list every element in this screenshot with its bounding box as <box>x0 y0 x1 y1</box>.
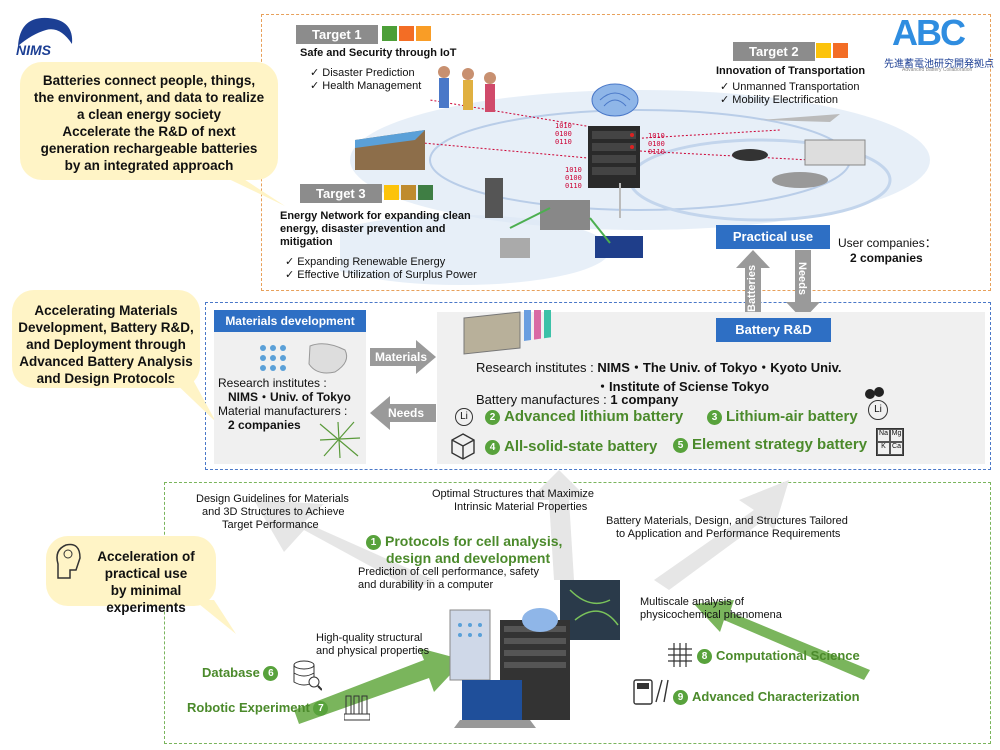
materials-right-arrow <box>370 340 436 374</box>
database-label: Database 6 <box>202 665 282 681</box>
cube-icon <box>451 433 475 460</box>
high-quality-text: High-quality structural and physical pro… <box>316 632 430 657</box>
landslide-icon <box>355 130 425 170</box>
sdg-goal-9-icon <box>399 26 414 41</box>
optimal-structures: Optimal Structures that Maximize Intrins… <box>432 488 594 513</box>
sdg-goal-3-icon <box>382 26 397 41</box>
database-icon <box>293 660 322 691</box>
sdg-goal-13-icon <box>418 185 433 200</box>
li-icon: Li <box>455 408 473 426</box>
head-idea-icon <box>56 543 81 579</box>
needs-down-arrow <box>786 250 820 320</box>
people-icon <box>438 66 496 112</box>
lattice-icon <box>260 343 348 374</box>
target-2-check-1: ✓ Unmanned Transportation <box>720 81 860 93</box>
rd-frame <box>205 302 991 470</box>
callout-vision: Batteries connect people, things,the env… <box>20 62 278 180</box>
target-2-tag: Target 2 <box>733 42 815 61</box>
target-2-check-2: ✓ Mobility Electrification <box>720 94 839 106</box>
multiscale-text: Multiscale analysis of physicochemical p… <box>640 596 782 621</box>
target-1-check-1: ✓ Disaster Prediction <box>310 67 415 79</box>
energy-grid-icon <box>485 178 643 258</box>
li-air-icon: Li <box>868 400 888 420</box>
callout-tail-2 <box>170 378 216 422</box>
design-guidelines: Design Guidelines for Materials and 3D S… <box>196 493 349 531</box>
materials-panel <box>214 310 366 464</box>
user-companies: User companies： 2 companies <box>838 236 937 265</box>
target-3-check-1: ✓ Expanding Renewable Energy <box>285 256 446 268</box>
sdg-goal-7-icon <box>816 43 831 58</box>
prediction-text: Prediction of cell performance, safety a… <box>358 566 539 591</box>
practical-use-label: Practical use <box>716 225 830 249</box>
battery-rd-label: Battery R&D <box>716 318 831 342</box>
tailored-structures: Battery Materials, Design, and Structure… <box>606 515 848 540</box>
multimeter-icon <box>633 679 669 705</box>
nims-logo: NIMS <box>10 12 80 58</box>
flow-arrows <box>254 470 870 724</box>
protocol-frame <box>164 482 991 744</box>
fiber-network-icon <box>319 421 361 459</box>
sdg-goal-9b-icon <box>833 43 848 58</box>
battery-cell-icon <box>463 310 551 355</box>
callout-tail-3 <box>194 600 236 634</box>
oxygen-molecule-icon <box>865 387 884 399</box>
sdg-goal-12-icon <box>401 185 416 200</box>
needs-arrow-label: Needs <box>388 406 425 420</box>
abc-logo: ABC 先進蓄電池研究開発拠点 Advanced Battery Collabo… <box>884 12 994 73</box>
research-institutes: Research institutes : NIMS・The Univ. of … <box>476 360 842 375</box>
target-2-heading: Innovation of Transportation <box>716 65 866 77</box>
grid-icon <box>668 643 692 667</box>
supercomputer-illustration <box>449 580 620 728</box>
research-institutes-2: ・Institute of Sciense Tokyo <box>596 379 770 394</box>
target-3-check-2: ✓ Effective Utilization of Surplus Power <box>285 269 477 281</box>
callout-tail <box>210 170 285 206</box>
needs-down-arrow-label: Needs <box>796 262 808 296</box>
test-tubes-icon <box>344 695 370 721</box>
robotic-experiment-label: Robotic Experiment 7 <box>187 700 332 716</box>
batteries-up-arrow <box>736 250 770 320</box>
battery-manufactures: Battery manufactures : 1 company <box>476 392 679 407</box>
sdg-goal-7b-icon <box>384 185 399 200</box>
needs-left-arrow <box>370 396 436 430</box>
brain-icon <box>591 83 639 117</box>
batteries-arrow-label: Batteries <box>746 264 758 312</box>
materials-development-label: Materials development <box>214 310 366 332</box>
target-3-tag: Target 3 <box>300 184 382 203</box>
materials-arrow-label: Materials <box>375 350 428 364</box>
server-icon <box>588 126 640 188</box>
target-1-tag: Target 1 <box>296 25 378 44</box>
target-1-heading: Safe and Security through IoT <box>300 47 457 59</box>
materials-ri: Research institutes : NIMS・Univ. of Toky… <box>218 376 351 432</box>
sdg-goal-11-icon <box>416 26 431 41</box>
target-1-check-2: ✓ Health Management <box>310 80 422 92</box>
drone-vehicles-icon <box>732 114 866 188</box>
